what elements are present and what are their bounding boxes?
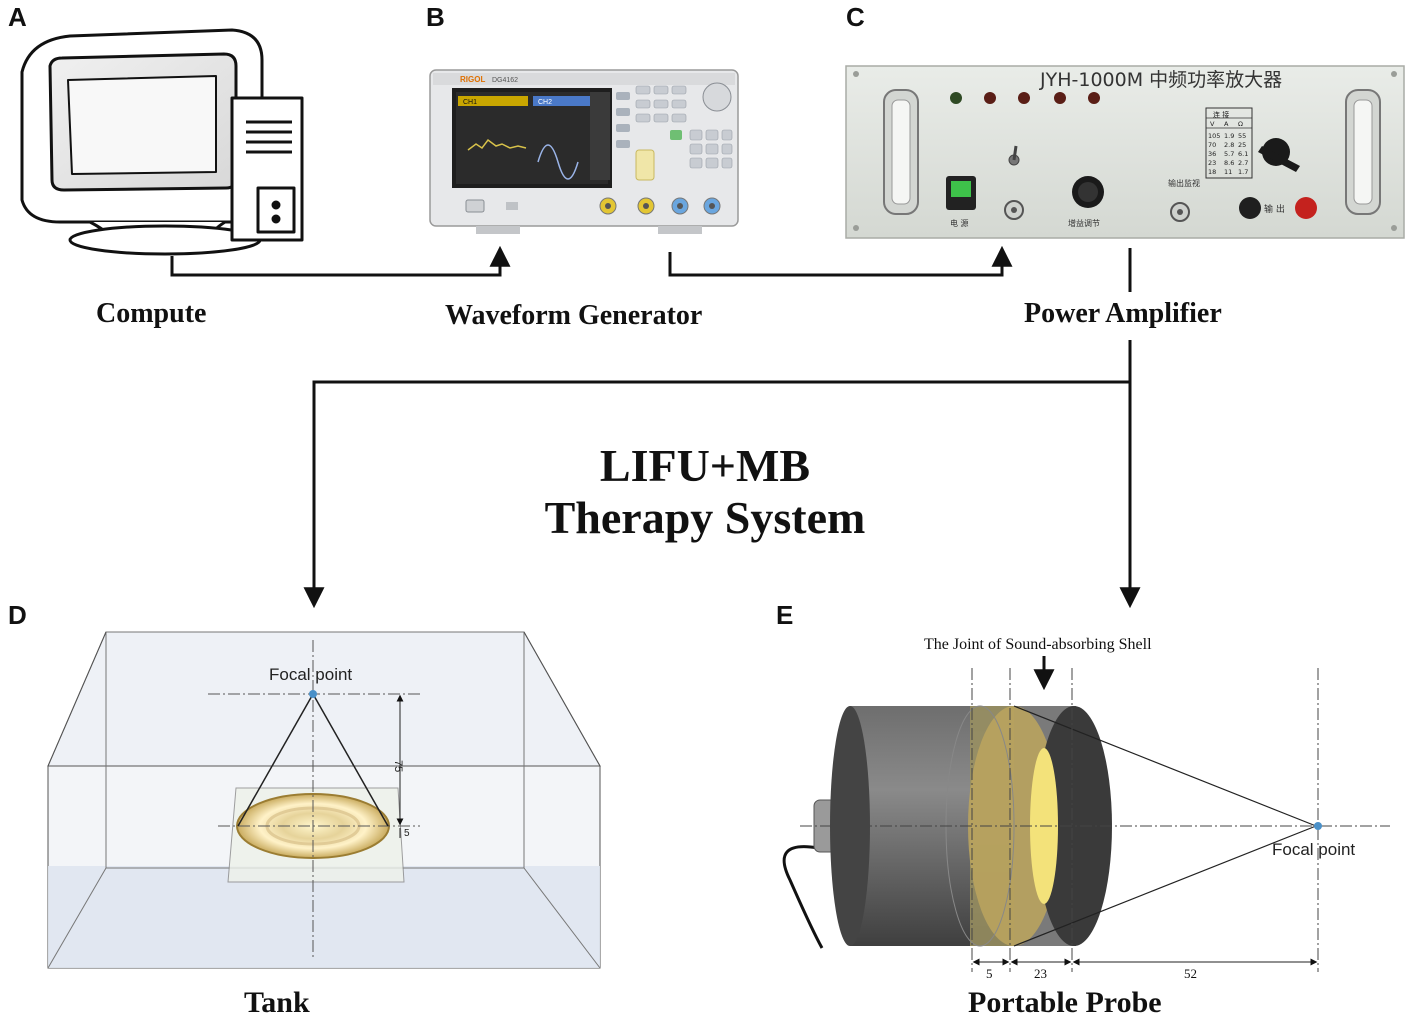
amp-row-4-o: 1.7 — [1238, 168, 1248, 176]
amp-row-2-a: 5.7 — [1224, 150, 1234, 158]
amp-model-label: JYH-1000M 中频功率放大器 — [1039, 69, 1282, 91]
probe-dim-23: 23 — [1034, 966, 1047, 981]
caption-compute: Compute — [96, 298, 207, 329]
amp-row-0-v: 105 — [1208, 132, 1220, 140]
amp-row-4-a: 11 — [1224, 168, 1232, 176]
generator-to-amplifier-line — [668, 245, 1013, 277]
amp-row-0-a: 1.9 — [1224, 132, 1234, 140]
system-title-line2: Therapy System — [544, 492, 866, 543]
amp-monitor-label: 输出监视 — [1168, 178, 1200, 188]
caption-tank: Tank — [244, 986, 310, 1019]
amp-output-label: 输 出 — [1264, 203, 1285, 215]
amp-power-label: 电 源 — [950, 218, 969, 228]
panel-label-a: A — [8, 2, 27, 32]
caption-power-amplifier: Power Amplifier — [1024, 298, 1222, 329]
amp-col-v: V — [1210, 120, 1215, 128]
panel-label-b: B — [426, 2, 445, 32]
panel-label-d: D — [8, 600, 27, 630]
rigol-model: DG4162 — [492, 77, 518, 84]
ch1-label: CH1 — [463, 99, 477, 106]
amplifier-to-tank-line — [303, 340, 1132, 609]
amp-row-4-v: 18 — [1208, 168, 1216, 176]
amp-row-1-a: 2.8 — [1224, 141, 1234, 149]
tank-focal-point-label: Focal point — [269, 665, 353, 684]
system-title-line1: LIFU+MB — [599, 440, 811, 491]
amp-row-2-v: 36 — [1208, 150, 1216, 158]
caption-portable-probe: Portable Probe — [968, 986, 1162, 1019]
amp-gain-label: 增益调节 — [1068, 218, 1100, 228]
tank-illustration: 75 5 — [47, 631, 601, 969]
power-amplifier-illustration: 连 接 V A Ω 105 1.9 55 70 2.8 25 36 5.7 6.… — [845, 65, 1405, 239]
ch2-label: CH2 — [538, 99, 552, 106]
amp-row-1-v: 70 — [1208, 141, 1216, 149]
caption-waveform-generator: Waveform Generator — [445, 300, 703, 331]
amp-col-a: A — [1224, 120, 1229, 128]
compute-to-generator-line — [170, 245, 511, 277]
waveform-generator-illustration: RIGOL DG4162 CH1 CH2 — [429, 69, 739, 234]
panel-label-e: E — [776, 600, 794, 630]
amp-row-3-a: 8.6 — [1224, 159, 1234, 167]
amp-row-2-o: 6.1 — [1238, 150, 1248, 158]
probe-joint-label: The Joint of Sound-absorbing Shell — [924, 636, 1152, 653]
amp-col-ohm: Ω — [1238, 120, 1243, 128]
amp-row-3-o: 2.7 — [1238, 159, 1248, 167]
probe-focal-point-label: Focal point — [1272, 840, 1356, 859]
amp-row-3-v: 23 — [1208, 159, 1216, 167]
probe-illustration — [782, 656, 1390, 972]
amp-row-0-o: 55 — [1238, 132, 1246, 140]
tank-dim-75: 75 — [392, 760, 404, 772]
tank-dim-5: 5 — [404, 828, 410, 839]
amp-row-1-o: 25 — [1238, 141, 1246, 149]
probe-dim-52: 52 — [1184, 966, 1197, 981]
computer-illustration — [20, 28, 304, 256]
amp-table-header: 连 接 — [1213, 110, 1229, 119]
panel-label-c: C — [846, 2, 865, 32]
rigol-brand: RIGOL — [460, 75, 485, 84]
probe-dim-5: 5 — [986, 966, 993, 981]
connector-lines — [170, 245, 1141, 609]
